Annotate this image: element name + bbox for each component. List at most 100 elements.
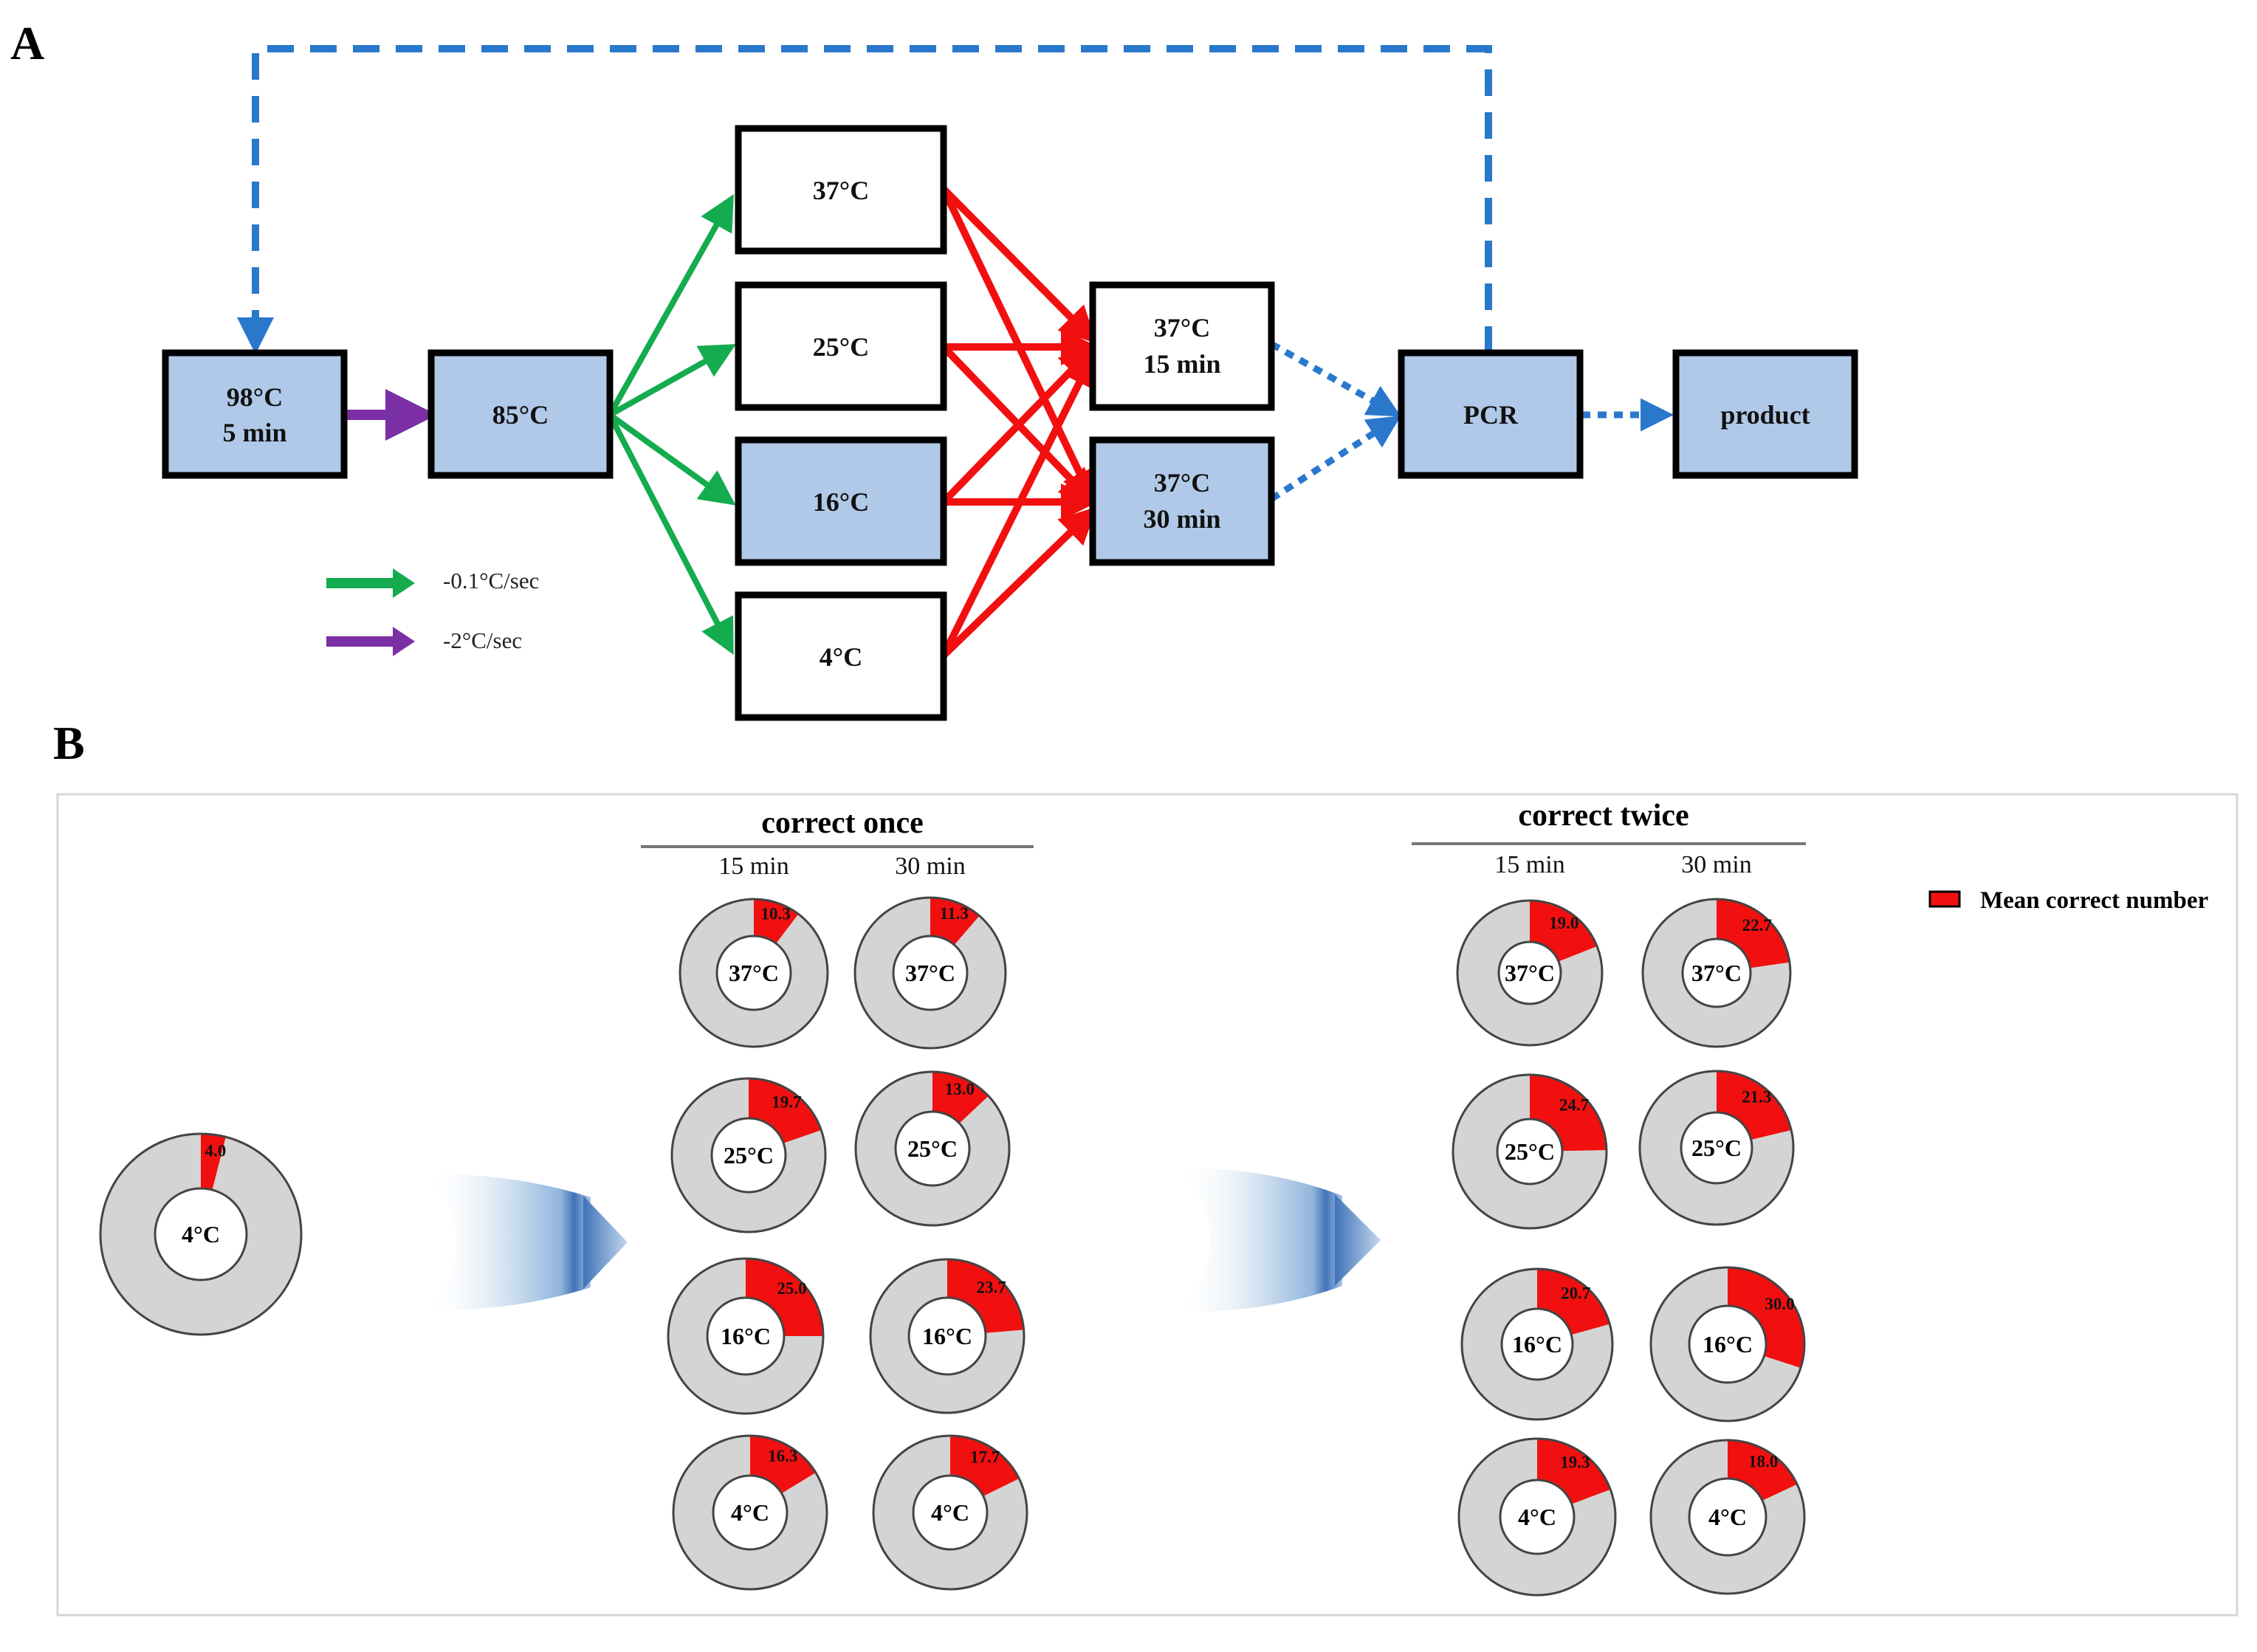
donut-twice-15-16: 20.716°C xyxy=(1460,1267,1614,1421)
arrow-37-to-15 xyxy=(941,186,1097,344)
donut-inner-hole xyxy=(1500,1307,1574,1381)
arrow-15-to-pcr xyxy=(1269,341,1401,417)
donut-correct-slice xyxy=(1717,899,1790,968)
donut-twice-30-37: 22.7 37°C xyxy=(1641,898,1792,1048)
box-4c: 4°C xyxy=(735,591,947,721)
donut-twice-30-25: 21.3 25°C xyxy=(1638,1070,1795,1226)
donut-temp-label: 37°C xyxy=(905,960,955,986)
donut-value-label: 19.0 xyxy=(1549,914,1578,932)
panel-a-legend: -0.1°C/sec -2°C/sec xyxy=(326,568,539,656)
box-pcr: PCR xyxy=(1398,349,1584,479)
donut-value-label: 18.0 xyxy=(1748,1453,1778,1471)
legend-label: Mean correct number xyxy=(1980,887,2208,914)
donut-correct-slice xyxy=(1537,1439,1611,1504)
donut-value-label: 19.7 xyxy=(772,1093,801,1112)
box-98c: 98°C 5 min xyxy=(162,349,348,479)
donut-temp-label: 16°C xyxy=(1512,1331,1562,1357)
group-once-header: correct once 15 min 30 min xyxy=(641,806,1034,880)
donut-value-label: 23.7 xyxy=(977,1278,1006,1296)
green-ramp-arrows xyxy=(607,194,736,655)
donut-once-30-4: 17.74°C xyxy=(872,1434,1028,1591)
donut-temp-label: 16°C xyxy=(721,1323,771,1349)
donut-inner-hole xyxy=(1681,937,1752,1008)
donut-inner-hole xyxy=(712,1474,789,1551)
donut-outer-edge xyxy=(1452,1073,1608,1230)
donut-once-15-37: 10.337°C xyxy=(679,898,829,1048)
donut-correct-slice xyxy=(950,1436,1020,1496)
donut-value-label: 4.0 xyxy=(205,1141,226,1160)
donut-outer-edge xyxy=(854,1070,1011,1227)
donut-temp-label: 25°C xyxy=(1691,1135,1742,1161)
panel-a-letter: A xyxy=(10,17,44,69)
arrow-4-to-30 xyxy=(941,506,1097,658)
donut-outer-edge xyxy=(1641,898,1792,1048)
svg-text:30 min: 30 min xyxy=(1143,504,1220,534)
svg-text:4°C: 4°C xyxy=(820,642,862,672)
legend-purple-label: -2°C/sec xyxy=(443,627,522,653)
funnel-arrow-1 xyxy=(427,1174,628,1311)
box-product: product xyxy=(1672,349,1858,479)
donut-temp-label: 25°C xyxy=(1505,1138,1555,1165)
donut-twice-15-25: 24.7 25°C xyxy=(1452,1073,1608,1230)
donut-temp-label: 16°C xyxy=(922,1323,972,1349)
svg-text:16°C: 16°C xyxy=(813,487,869,517)
donut-temp-label: 4°C xyxy=(931,1499,969,1526)
group-twice-header: correct twice 15 min 30 min xyxy=(1412,799,1806,878)
donut-correct-slice xyxy=(1728,1267,1804,1369)
donut-once-30-25: 13.025°C xyxy=(854,1070,1011,1227)
donut-value-label: 10.3 xyxy=(760,904,790,923)
donut-once-15-16: 25.0 16°C xyxy=(667,1257,825,1415)
donut-inner-hole xyxy=(715,935,792,1011)
donut-outer-edge xyxy=(667,1257,825,1415)
panel-b-letter: B xyxy=(53,717,85,769)
svg-text:correct twice: correct twice xyxy=(1518,799,1689,833)
donut-temp-label: 37°C xyxy=(1691,960,1742,986)
donut-outer-edge xyxy=(1638,1070,1795,1226)
donut-outer-edge xyxy=(672,1434,828,1591)
donut-outer-edge xyxy=(1649,1439,1806,1595)
donut-outer-edge xyxy=(853,896,1007,1050)
donut-outer-edge xyxy=(1457,1437,1617,1597)
donut-value-label: 16.3 xyxy=(768,1447,797,1465)
donut-inner-hole xyxy=(892,935,969,1011)
arrow-85-to-25 xyxy=(608,344,736,418)
donut-value-label: 25.0 xyxy=(777,1279,806,1298)
donut-twice-15-4: 19.34°C xyxy=(1457,1437,1617,1597)
donut-temp-label: 4°C xyxy=(1518,1504,1556,1530)
donut-value-label: 21.3 xyxy=(1742,1087,1771,1106)
donut-once-30-37: 11.3 37°C xyxy=(853,896,1007,1050)
box-37c: 37°C xyxy=(735,125,947,255)
pcr-feedback-loop xyxy=(237,45,1492,354)
donut-value-label: 11.3 xyxy=(940,904,969,923)
donut-correct-slice xyxy=(1717,1071,1792,1140)
donut-outer-edge xyxy=(679,898,829,1048)
donut-temp-label: 16°C xyxy=(1703,1331,1753,1357)
svg-text:37°C: 37°C xyxy=(1154,313,1210,343)
legend-swatch xyxy=(1928,890,1961,908)
donut-inner-hole xyxy=(1497,940,1562,1005)
box-85c: 85°C xyxy=(427,349,614,479)
svg-text:85°C: 85°C xyxy=(492,400,549,430)
donut-correct-slice xyxy=(1728,1440,1798,1501)
donut-outer-edge xyxy=(1649,1266,1806,1422)
donut-twice-15-37: 19.037°C xyxy=(1456,899,1604,1047)
arrow-85-to-4 xyxy=(607,413,734,655)
donut-value-label: 22.7 xyxy=(1742,916,1772,935)
svg-text:PCR: PCR xyxy=(1463,400,1519,430)
donut-once-30-16: 23.7 16°C xyxy=(869,1258,1026,1414)
mean-correct-legend: Mean correct number xyxy=(1928,887,2208,914)
donut-outer-edge xyxy=(670,1077,827,1233)
donut-correct-slice xyxy=(746,1259,823,1336)
arrow-85-to-16 xyxy=(608,412,736,506)
donut-correct-slice xyxy=(749,1078,822,1143)
donut-twice-30-16: 30.016°C xyxy=(1649,1266,1806,1422)
box-16c: 16°C xyxy=(735,436,947,566)
donut-value-label: 24.7 xyxy=(1559,1096,1589,1115)
svg-text:30 min: 30 min xyxy=(1681,851,1751,878)
donut-correct-slice xyxy=(947,1259,1024,1333)
svg-text:15 min: 15 min xyxy=(1143,349,1220,379)
donut-once-15-4: 16.34°C xyxy=(672,1434,828,1591)
donut-correct-slice xyxy=(1537,1269,1610,1335)
box-25c: 25°C xyxy=(735,281,947,411)
